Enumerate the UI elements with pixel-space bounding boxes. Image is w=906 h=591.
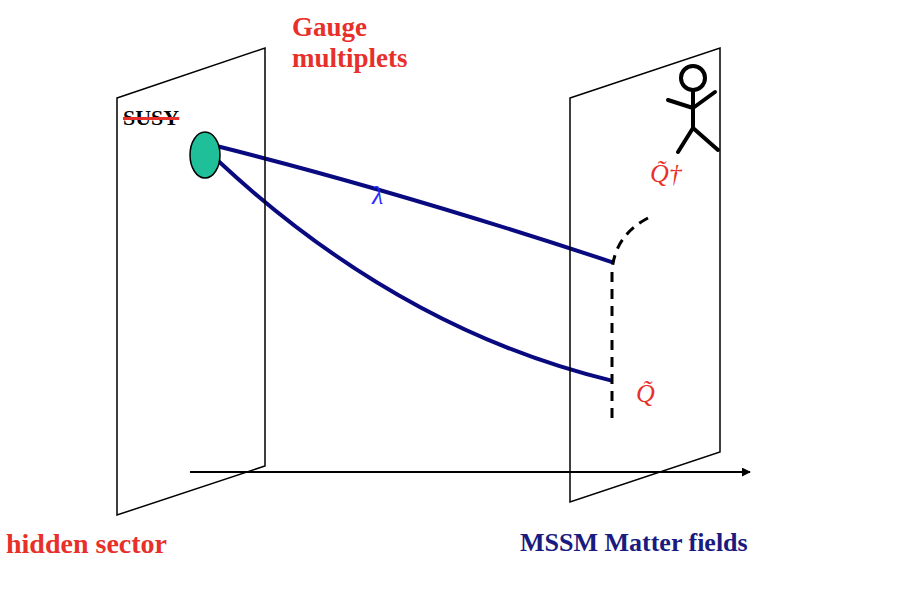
region-label: hidden sector (6, 528, 266, 560)
region-label: MSSM Matter fields (520, 528, 904, 558)
region-label: Gauge multiplets (292, 12, 467, 74)
edge-label: λ (372, 182, 383, 211)
brane-plane: SUSY (117, 48, 267, 516)
extra-dimension-arrow (190, 471, 750, 473)
gaugino-line (218, 160, 613, 381)
broken-symmetry-label: SUSY (123, 106, 179, 130)
brane-plane: Q̃† Q̃ (570, 48, 722, 504)
gaugino-line (218, 146, 613, 262)
field-label: Q̃† (650, 160, 682, 189)
plane-outline (570, 48, 722, 504)
stick-figure (668, 66, 718, 152)
field-label: Q̃ (636, 380, 655, 409)
breaking-spot (190, 132, 220, 178)
